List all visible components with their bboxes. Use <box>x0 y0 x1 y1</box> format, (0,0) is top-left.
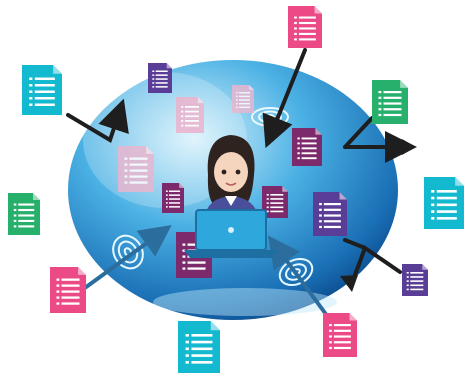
document-icon <box>372 80 408 124</box>
document-icon <box>288 6 322 48</box>
arrow-icon <box>340 275 358 292</box>
arrow-icon <box>343 116 405 147</box>
arrow-icon <box>343 238 402 285</box>
document-icon <box>22 65 62 115</box>
document-icon <box>232 85 254 113</box>
document-icon <box>402 264 428 296</box>
person-icon <box>205 135 258 216</box>
document-icon <box>292 128 322 166</box>
document-icon <box>50 267 86 313</box>
arrow-icon <box>267 235 330 319</box>
document-icon <box>424 177 464 229</box>
sphere-reflection <box>153 288 337 316</box>
document-icon <box>262 186 288 218</box>
arrow-icon <box>113 106 127 124</box>
document-icon <box>313 192 347 236</box>
document-icon <box>176 97 204 133</box>
arrow-icon <box>80 224 172 292</box>
document-icon <box>148 63 172 93</box>
document-icon <box>323 313 357 357</box>
laptop-icon <box>184 209 278 258</box>
document-icon <box>178 321 220 373</box>
arrow-icon <box>402 139 416 155</box>
document-icon <box>8 193 40 235</box>
arrow-icon <box>262 48 307 149</box>
document-icon <box>118 146 154 192</box>
document-icon <box>162 183 184 213</box>
